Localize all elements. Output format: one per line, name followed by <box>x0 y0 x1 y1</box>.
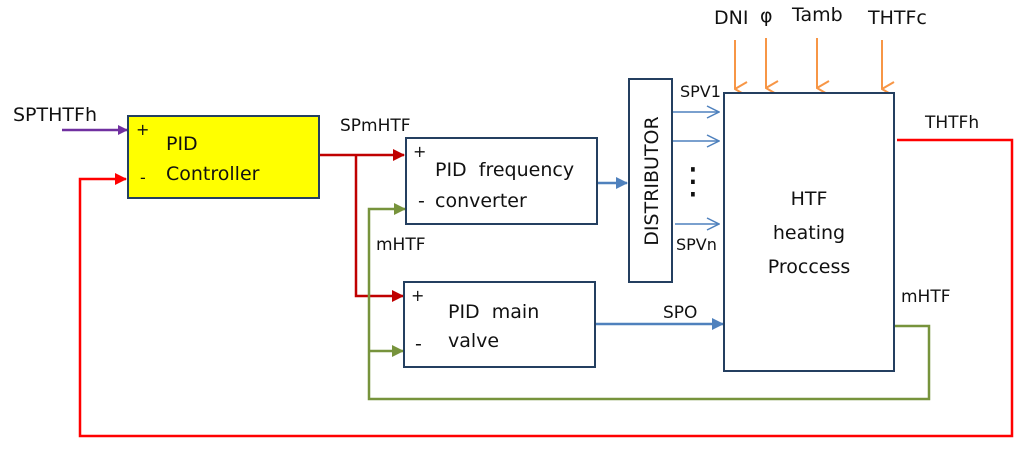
disturbance-thtfc-label: THTFc <box>867 7 927 29</box>
pid-frequency-line1: PID frequency <box>435 159 574 181</box>
spo-label: SPO <box>663 303 697 323</box>
mhtf-feedback-line <box>367 203 931 401</box>
pid-main-valve-block <box>403 281 596 368</box>
pid-controller-plus: + <box>136 120 149 139</box>
mhtf-feedback-right-label: mHTF <box>901 287 951 307</box>
htf-process-block <box>723 92 895 372</box>
ellipsis-label: ⋮ <box>675 161 711 202</box>
pid-main-valve-minus: - <box>415 333 422 355</box>
sp-mhtf-label: SPmHTF <box>340 116 411 136</box>
disturbance-phi-label: φ <box>760 5 773 27</box>
sp-thtfh-label: SPTHTFh <box>13 104 97 126</box>
pid-frequency-minus: - <box>418 190 425 212</box>
thtfh-label: THTFh <box>924 113 979 133</box>
spvn-label: SPVn <box>676 235 717 254</box>
mhtf-feedback-left-label: mHTF <box>376 235 426 255</box>
pid-frequency-plus: + <box>413 142 426 161</box>
spmhtf-branch-line <box>354 155 404 302</box>
htf-process-line1: HTF <box>791 188 828 210</box>
disturbance-dni-label: DNI <box>714 7 748 29</box>
pid-main-valve-line2: valve <box>448 330 499 352</box>
temperature-feedback-line <box>78 138 1014 438</box>
htf-process-line2: heating <box>773 222 845 244</box>
pid-controller-block <box>127 115 320 199</box>
disturbance-tamb-label: Tamb <box>791 4 843 26</box>
pid-frequency-line2: converter <box>435 190 527 212</box>
distributor-block <box>628 78 673 283</box>
pid-controller-line1: PID <box>166 133 198 155</box>
spv1-label: SPV1 <box>680 82 721 101</box>
pid-main-valve-line1: PID main <box>448 301 539 323</box>
htf-process-line3: Proccess <box>768 256 851 278</box>
distributor-label: DISTRIBUTOR <box>641 116 663 245</box>
pid-main-valve-plus: + <box>411 286 424 305</box>
pid-frequency-block <box>405 137 598 225</box>
pid-controller-minus: - <box>140 168 146 187</box>
pid-controller-line2: Controller <box>166 163 260 185</box>
